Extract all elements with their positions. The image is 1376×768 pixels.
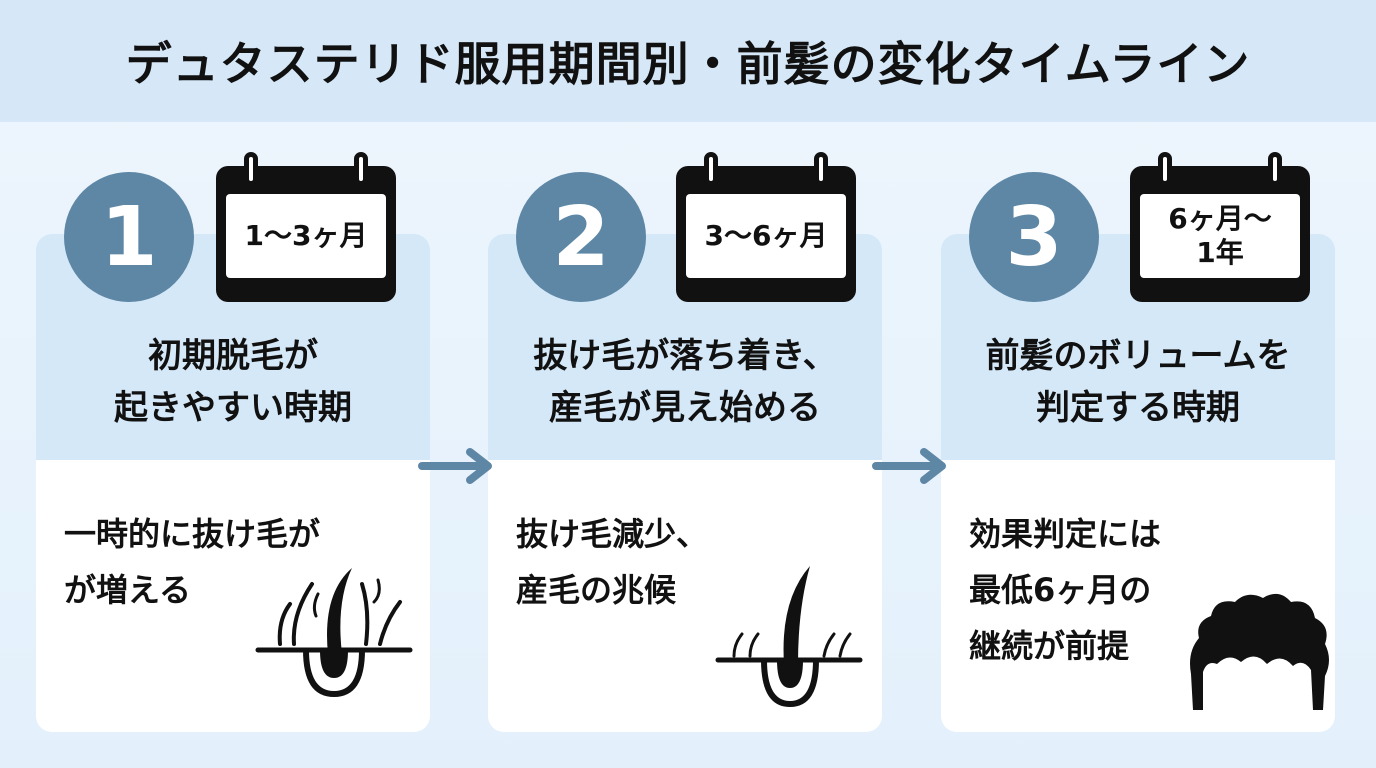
step-2-calendar-icon: 3〜6ヶ月 [676,152,856,302]
step-2-description: 抜け毛減少、 産毛の兆候 [516,515,709,609]
step-3-period: 6ヶ月〜 1年 [1140,194,1300,278]
step-2-period: 3〜6ヶ月 [686,194,846,278]
step-2-card: 抜け毛が落ち着き、 産毛が見え始める 抜け毛減少、 産毛の兆候 [488,234,882,732]
step-1-heading: 初期脱毛が 起きやすい時期 [114,336,352,428]
hair-follicle-shedding-icon [255,568,413,698]
step-3-description: 効果判定には 最低6ヶ月の 継続が前提 [969,515,1162,665]
step-1-calendar-icon: 1〜3ヶ月 [216,152,396,302]
full-hair-head-icon [1190,593,1329,710]
step-3-calendar-icon: 6ヶ月〜 1年 [1130,152,1310,302]
arrow-right-icon [418,448,492,484]
title-bar: デュタステリド服用期間別・前髪の変化タイムライン [0,0,1376,122]
hair-follicle-growing-icon [715,566,863,708]
step-1-period: 1〜3ヶ月 [226,194,386,278]
step-1-description: 一時的に抜け毛が が増える [64,515,321,609]
step-1-number-badge: 1 [64,172,194,302]
step-3-heading: 前髪のボリュームを 判定する時期 [985,336,1291,428]
arrow-right-icon [872,448,946,484]
step-1-card: 初期脱毛が 起きやすい時期 一時的に抜け毛が が増える [36,234,430,732]
page-title: デュタステリド服用期間別・前髪の変化タイムライン [125,37,1251,91]
step-2-number-badge: 2 [516,172,646,302]
step-2-heading: 抜け毛が落ち着き、 産毛が見え始める [533,336,837,428]
step-3-number-badge: 3 [969,172,1099,302]
step-3-card: 前髪のボリュームを 判定する時期 効果判定には 最低6ヶ月の 継続が前提 [941,234,1335,732]
